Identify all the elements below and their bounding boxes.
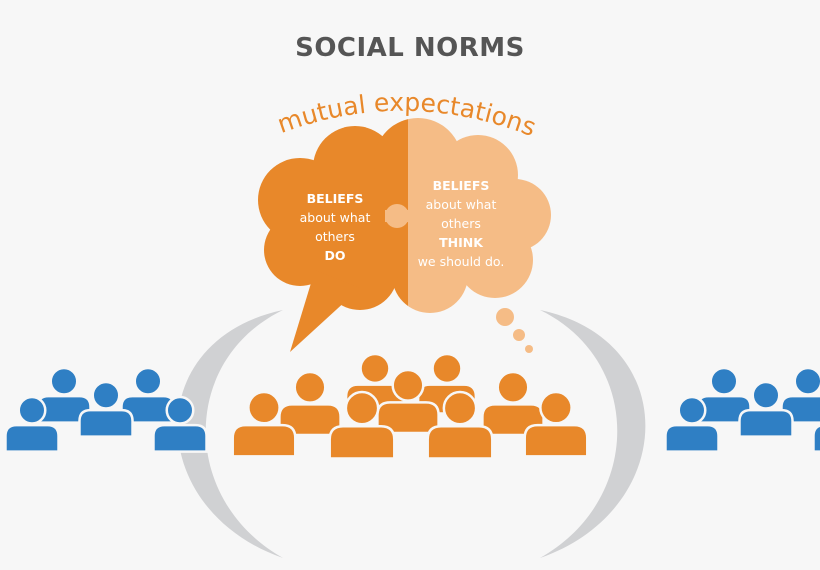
person-icon (523, 390, 589, 458)
left-bubble-line2: about what (300, 210, 371, 225)
person-icon (36, 366, 92, 424)
left-bubble-line4: DO (324, 248, 345, 263)
person-icon (376, 368, 440, 435)
right-bubble-line1: BELIEFS (433, 178, 490, 193)
bubble-tail (290, 270, 360, 352)
person-icon (231, 390, 297, 458)
right-bubble-line3: others (441, 216, 481, 231)
people-crowd-icon (231, 352, 589, 460)
left-bubble-line3: others (315, 229, 355, 244)
left-bubble-line1: BELIEFS (307, 191, 364, 206)
page-title: SOCIAL NORMS (295, 33, 525, 63)
thought-dot-large (496, 308, 514, 326)
right-bracket (540, 310, 646, 558)
thought-dot-medium (513, 329, 525, 341)
person-icon (696, 366, 752, 424)
people-group-icon (4, 366, 208, 453)
person-icon (664, 395, 720, 453)
right-bubble-line5: we should do. (418, 254, 505, 269)
person-icon (812, 424, 820, 453)
person-icon (328, 390, 396, 460)
thought-dot-small (525, 345, 533, 353)
left-bracket (177, 310, 283, 558)
right-bubble-line4: THINK (439, 235, 484, 250)
person-icon (152, 395, 208, 453)
thought-bubble: BELIEFS about what others DO BELIEFS abo… (258, 118, 551, 353)
person-icon (738, 380, 794, 438)
right-bubble-line2: about what (426, 197, 497, 212)
person-icon (426, 390, 494, 460)
people-group-icon (664, 366, 820, 453)
person-icon (78, 380, 134, 438)
person-icon (4, 395, 60, 453)
